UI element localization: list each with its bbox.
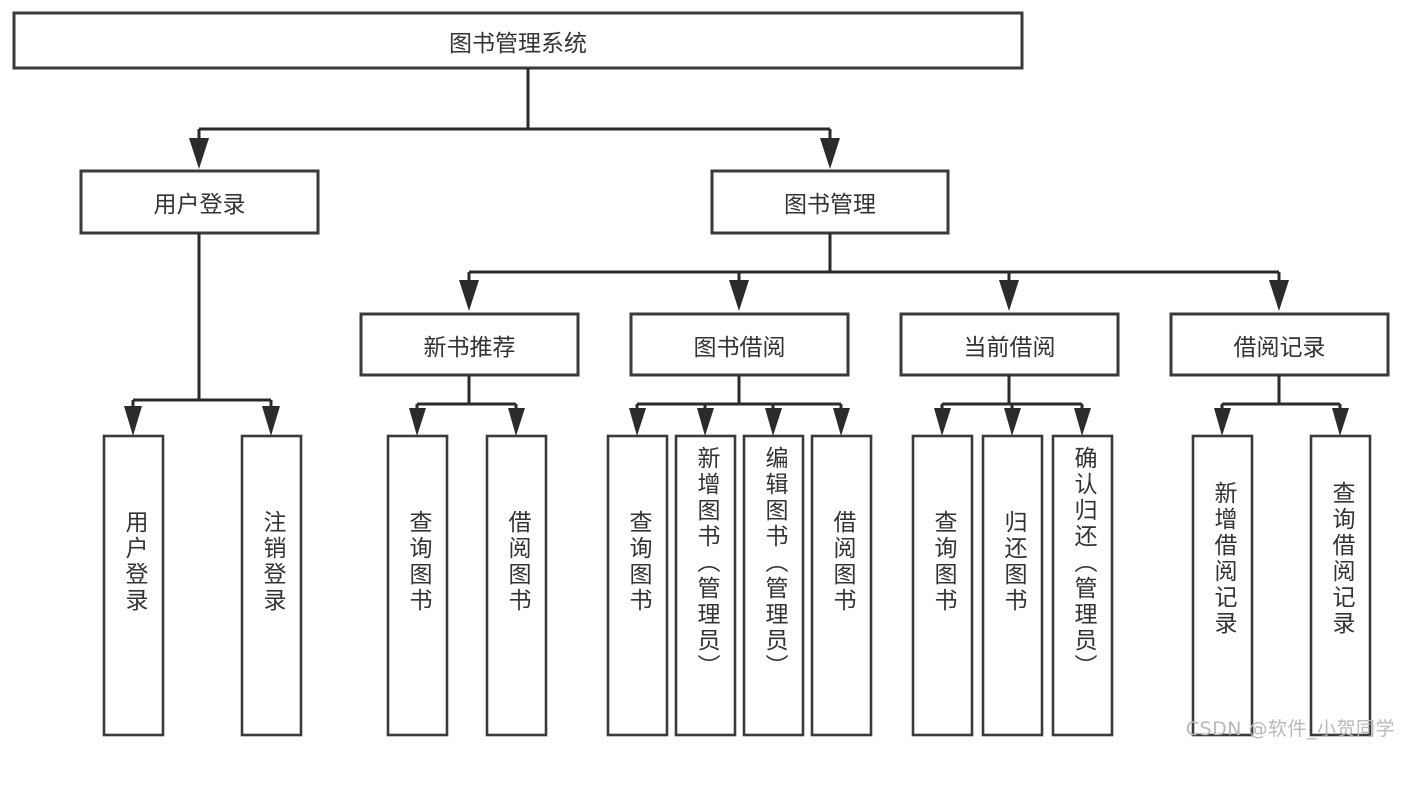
arrowhead-to-borrow-record [1269, 280, 1289, 311]
arrowhead-leaf-bb-3 [765, 408, 782, 436]
arrowhead-leaf-bb-1 [629, 408, 646, 436]
leaf-box-bb-4[interactable] [810, 434, 873, 737]
node-current-borrow[interactable] [899, 312, 1120, 377]
node-book-management[interactable] [710, 169, 950, 235]
arrowhead-leaf-cb-3 [1074, 408, 1091, 436]
leaf-box-bb-3[interactable] [742, 434, 805, 737]
leaf-box-bb-1[interactable] [606, 434, 669, 737]
flowchart-diagram: 图书管理系统 用户登录 图书管理 新书推荐 图书借阅 当前借阅 借阅记录 用户登… [12, 11, 1395, 740]
arrowhead-leaf-br-1 [1214, 408, 1231, 436]
leaf-box-nbr-1[interactable] [386, 434, 449, 737]
arrowhead-leaf-user-login-1 [124, 406, 142, 436]
arrowhead-leaf-bb-2 [697, 408, 714, 436]
arrowhead-to-user-login [189, 138, 209, 169]
leaf-box-cb-2[interactable] [981, 434, 1044, 737]
leaf-box-user-login-1[interactable] [102, 434, 165, 737]
node-borrow-record[interactable] [1169, 312, 1390, 377]
node-user-login[interactable] [79, 169, 320, 235]
arrowhead-leaf-cb-2 [1004, 408, 1021, 436]
node-root-book-management-system[interactable] [12, 11, 1024, 70]
leaf-box-br-1[interactable] [1191, 434, 1254, 737]
arrowhead-to-new-book-recommend [459, 280, 479, 311]
arrowhead-leaf-nbr-2 [508, 408, 525, 436]
leaf-box-br-2[interactable] [1309, 434, 1372, 737]
arrowhead-leaf-bb-4 [833, 408, 850, 436]
flowchart-canvas [12, 11, 1390, 737]
leaf-box-cb-1[interactable] [911, 434, 974, 737]
node-new-book-recommend[interactable] [359, 312, 580, 377]
arrowhead-to-current-borrow [999, 280, 1019, 311]
node-book-borrow[interactable] [629, 312, 850, 377]
leaf-box-cb-3[interactable] [1051, 434, 1114, 737]
csdn-watermark: CSDN @软件_小贺同学 [1185, 718, 1395, 740]
arrowhead-to-book-management [820, 138, 840, 169]
arrowhead-leaf-nbr-1 [409, 408, 426, 436]
arrowhead-leaf-user-login-2 [262, 406, 280, 436]
arrowhead-leaf-br-2 [1332, 408, 1349, 436]
leaf-box-nbr-2[interactable] [485, 434, 548, 737]
leaf-box-user-login-2[interactable] [240, 434, 303, 737]
leaf-box-bb-2[interactable] [674, 434, 737, 737]
arrowhead-to-book-borrow [729, 280, 749, 311]
arrowhead-leaf-cb-1 [934, 408, 951, 436]
